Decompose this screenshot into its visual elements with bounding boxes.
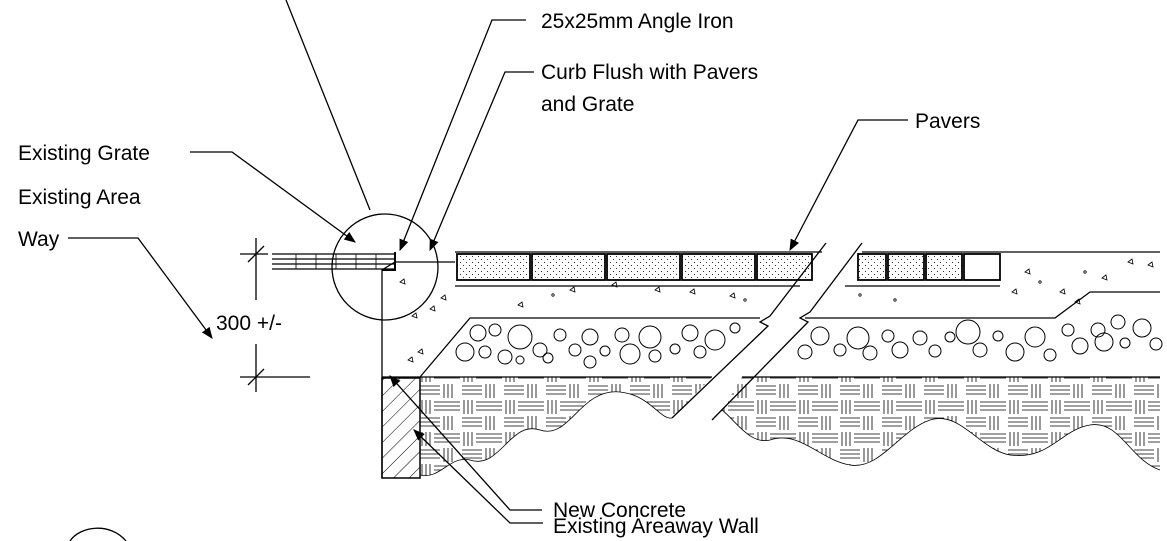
- dimension-label: 300 +/-: [216, 312, 282, 335]
- new-concrete-outline: [381, 261, 455, 478]
- subgrade-earth-right: [722, 377, 1160, 470]
- label-area-way-line1: Existing Area: [18, 186, 141, 209]
- angle-iron: [382, 252, 396, 271]
- leader-pavers: [789, 119, 908, 252]
- leader-areaway: [68, 237, 213, 339]
- label-new-concrete: New Concrete: [553, 499, 686, 522]
- aggregate-stones-left: [455, 322, 741, 369]
- aggregate-stones-right: [797, 314, 1163, 362]
- detail-circle: [331, 213, 439, 321]
- leader-curb: [429, 71, 534, 252]
- label-pavers: Pavers: [915, 110, 980, 133]
- leader-grate: [190, 151, 356, 243]
- aggregate-top-left: [419, 317, 760, 378]
- detail-bubble-partial: [69, 527, 127, 541]
- break-line-1: [671, 242, 827, 419]
- label-angle-iron: 25x25mm Angle Iron: [541, 10, 734, 33]
- concrete-speckles: [399, 258, 1154, 363]
- aggregate-top-right: [805, 291, 1160, 319]
- label-areaway-wall: Existing Areaway Wall: [553, 515, 759, 538]
- subgrade-edge-left: [419, 391, 673, 477]
- leader-angle-iron: [399, 19, 526, 252]
- label-existing-grate: Existing Grate: [18, 142, 150, 165]
- break-line-2: [711, 242, 863, 421]
- leader-top: [285, 0, 371, 211]
- existing-areaway-wall: [381, 377, 421, 479]
- leader-areaway-wall: [413, 429, 543, 524]
- paver-units: [456, 253, 1001, 281]
- subgrade-edge-right: [721, 409, 1161, 471]
- subgrade-earth-left: [420, 377, 712, 476]
- dimension-300: [240, 238, 310, 392]
- label-curb-line1: Curb Flush with Pavers: [541, 61, 758, 84]
- leader-new-concrete: [389, 375, 542, 511]
- label-curb-line2: and Grate: [541, 93, 634, 116]
- label-area-way-line2: Way: [18, 228, 60, 251]
